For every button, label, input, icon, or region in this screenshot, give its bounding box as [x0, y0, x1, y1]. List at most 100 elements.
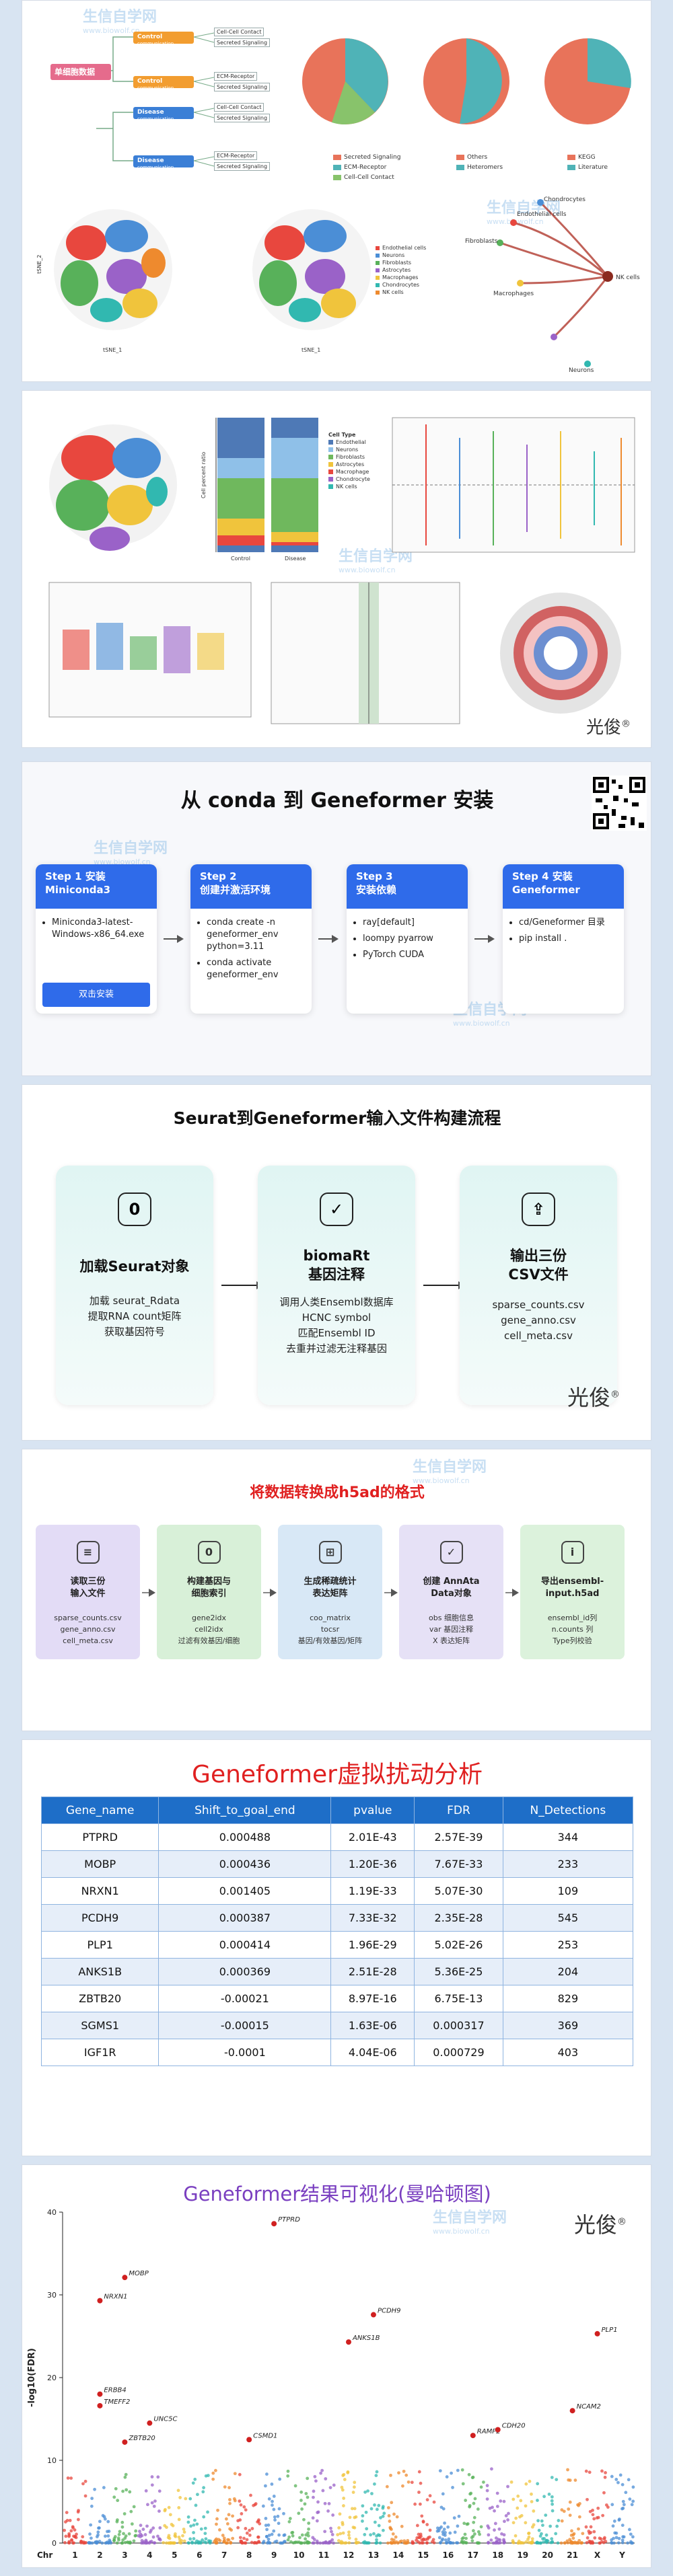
- data-point: [298, 2536, 302, 2540]
- data-point: [107, 2541, 111, 2545]
- install-button[interactable]: 双击安装: [42, 983, 150, 1007]
- data-point: [265, 2528, 269, 2532]
- data-point: [397, 2471, 400, 2475]
- branch-node: Control communication: [133, 32, 194, 46]
- data-point: [377, 2503, 381, 2507]
- data-point: [321, 2489, 325, 2493]
- data-point: [287, 2535, 291, 2539]
- data-point: [216, 2508, 219, 2512]
- data-point: [143, 2541, 147, 2545]
- y-tick-label: 0: [52, 2539, 57, 2548]
- table-cell: 829: [502, 1985, 634, 2012]
- table-cell: 1.96E-29: [330, 1931, 415, 1959]
- net-node-label: Neurons: [569, 367, 594, 374]
- table-cell: PTPRD: [40, 1823, 160, 1851]
- data-point: [347, 2530, 351, 2534]
- data-point: [373, 2482, 376, 2486]
- data-point: [203, 2526, 207, 2530]
- data-point: [472, 2501, 476, 2505]
- data-point: [156, 2475, 160, 2479]
- data-point: [222, 2540, 226, 2544]
- table-cell: MOBP: [40, 1850, 160, 1878]
- data-point: [69, 2529, 73, 2533]
- data-point: [527, 2532, 530, 2536]
- data-point: [178, 2496, 182, 2499]
- chart-title: Geneformer结果可视化(曼哈顿图): [183, 2183, 491, 2205]
- data-point: [394, 2535, 398, 2539]
- data-point: [556, 2541, 560, 2545]
- data-point: [363, 2540, 367, 2544]
- table-cell: 6.75E-13: [414, 1985, 503, 2012]
- data-point: [182, 2539, 186, 2543]
- data-point: [277, 2533, 281, 2537]
- data-point: [152, 2504, 156, 2508]
- data-point: [392, 2512, 396, 2516]
- data-point: [306, 2476, 310, 2480]
- x-tick-label: 1: [72, 2550, 77, 2560]
- step-item: loompy pyarrow: [363, 933, 461, 945]
- step-item: PyTorch CUDA: [363, 949, 461, 961]
- data-point: [542, 2540, 545, 2544]
- table-cell: ZBTB20: [40, 1985, 160, 2012]
- data-point: [120, 2541, 125, 2545]
- leaf-label: ECM-Receptor: [214, 151, 258, 160]
- data-point: [211, 2477, 215, 2481]
- data-point: [293, 2484, 297, 2488]
- data-point: [439, 2525, 444, 2529]
- data-point: [106, 2520, 110, 2524]
- data-point: [425, 2498, 429, 2502]
- data-point: [242, 2505, 246, 2509]
- stacked-proportion-bars: Cell percent ratio Control Disease: [201, 418, 318, 562]
- data-point: [452, 2516, 456, 2520]
- data-point: [93, 2487, 97, 2491]
- data-point: [628, 2497, 632, 2501]
- data-point: [89, 2523, 93, 2527]
- data-point: [182, 2530, 186, 2534]
- svg-text:Cell percent ratio: Cell percent ratio: [201, 452, 207, 498]
- svg-text:tSNE_2: tSNE_2: [36, 255, 42, 274]
- data-point: [621, 2507, 624, 2511]
- data-point: [396, 2541, 400, 2545]
- data-point: [211, 2471, 215, 2475]
- data-point: [203, 2540, 207, 2544]
- data-point: [373, 2503, 376, 2507]
- data-point: [273, 2540, 277, 2544]
- data-point: [460, 2468, 464, 2472]
- data-point: [550, 2537, 554, 2541]
- data-point: [490, 2467, 493, 2471]
- data-point: [224, 2517, 228, 2521]
- gene-label: CDH20: [502, 2422, 526, 2429]
- data-point: [239, 2503, 243, 2507]
- data-point: [151, 2526, 155, 2530]
- data-point: [129, 2509, 133, 2513]
- arrow: [384, 1589, 398, 1597]
- section-title: Seurat到Geneformer输入文件构建流程: [173, 1108, 501, 1128]
- table-cell: 0.000729: [414, 2039, 503, 2066]
- data-point: [353, 2485, 356, 2489]
- data-point: [532, 2509, 536, 2513]
- data-point: [202, 2515, 206, 2519]
- data-point: [575, 2541, 579, 2544]
- data-point: [103, 2534, 107, 2538]
- data-point: [315, 2519, 319, 2523]
- data-point: [117, 2532, 121, 2536]
- data-point: [442, 2528, 446, 2531]
- data-point: [425, 2523, 429, 2526]
- cell-type-legend: Cell Type Endothelial Neurons Fibroblast…: [328, 432, 370, 490]
- data-point: [456, 2541, 460, 2545]
- data-point: [341, 2521, 345, 2525]
- data-point: [116, 2499, 120, 2503]
- data-point: [588, 2470, 592, 2474]
- highlight-point: [495, 2427, 501, 2433]
- data-point: [66, 2476, 70, 2480]
- data-point: [76, 2510, 80, 2514]
- data-point: [302, 2517, 306, 2522]
- y-tick-label: 30: [47, 2291, 57, 2300]
